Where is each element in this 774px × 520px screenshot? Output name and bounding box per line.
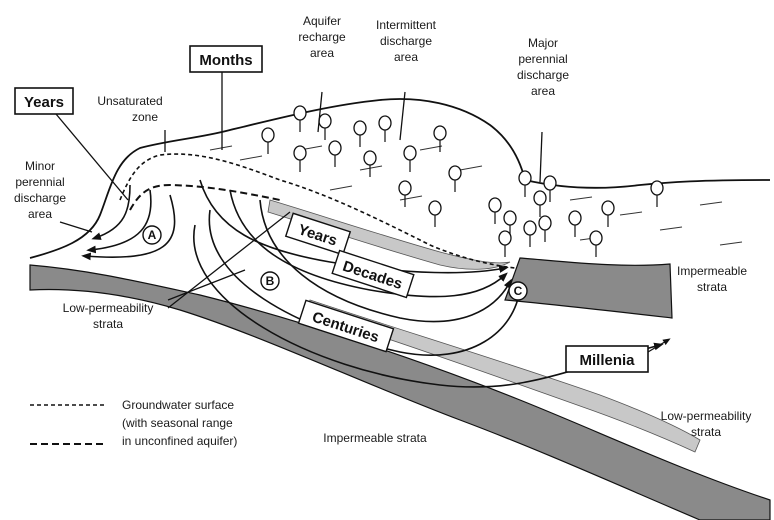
major-discharge-label: Major perennial discharge area bbox=[517, 36, 569, 98]
point-a: A bbox=[143, 226, 161, 244]
groundwater-seasonal-line bbox=[130, 185, 280, 210]
millenia-arrow bbox=[648, 340, 668, 352]
svg-text:area: area bbox=[310, 46, 334, 60]
impermeable-strata-right bbox=[505, 258, 672, 318]
tree-icon bbox=[434, 126, 446, 152]
timescale-months-box: Months bbox=[190, 46, 262, 72]
svg-text:discharge: discharge bbox=[380, 34, 432, 48]
svg-text:area: area bbox=[28, 207, 52, 221]
svg-text:in unconfined aquifer): in unconfined aquifer) bbox=[122, 434, 237, 448]
tree-icon bbox=[319, 114, 331, 140]
svg-text:Months: Months bbox=[199, 52, 252, 69]
svg-text:perennial: perennial bbox=[15, 175, 64, 189]
svg-text:A: A bbox=[148, 228, 157, 242]
tree-icon bbox=[429, 201, 441, 227]
timescale-years-box: Years bbox=[15, 88, 73, 114]
tree-icon bbox=[379, 116, 391, 142]
tree-icon bbox=[499, 231, 511, 257]
svg-text:Low-permeability: Low-permeability bbox=[661, 409, 752, 423]
minor-discharge-label: Minor perennial discharge area bbox=[14, 159, 66, 221]
svg-text:recharge: recharge bbox=[298, 30, 346, 44]
tree-icon bbox=[489, 198, 501, 224]
tree-icon bbox=[399, 181, 411, 207]
svg-text:zone: zone bbox=[132, 110, 158, 124]
tree-icon bbox=[569, 211, 581, 237]
timescale-millenia-box: Millenia bbox=[566, 346, 648, 372]
tree-icon bbox=[262, 128, 274, 154]
svg-text:C: C bbox=[514, 284, 523, 298]
tree-icon bbox=[329, 141, 341, 167]
tree-icon bbox=[534, 191, 546, 217]
low-perm-left-pointer-2 bbox=[168, 270, 245, 300]
tree-icon bbox=[364, 151, 376, 177]
impermeable-bottom-label: Impermeable strata bbox=[323, 431, 427, 445]
svg-text:Minor: Minor bbox=[25, 159, 55, 173]
tree-icon bbox=[590, 231, 602, 257]
tree-icon bbox=[602, 201, 614, 227]
point-b: B bbox=[261, 272, 279, 290]
legend: Groundwater surface (with seasonal range… bbox=[30, 398, 237, 448]
tree-icon bbox=[539, 216, 551, 242]
svg-text:Aquifer: Aquifer bbox=[303, 14, 341, 28]
tree-icon bbox=[524, 221, 536, 247]
flow-path-local-1 bbox=[95, 185, 130, 238]
tree-icon bbox=[404, 146, 416, 172]
tree-icon bbox=[294, 106, 306, 132]
svg-text:Unsaturated: Unsaturated bbox=[97, 94, 162, 108]
low-perm-left-pointer bbox=[168, 212, 290, 308]
flow-path-local-3 bbox=[85, 195, 175, 257]
svg-text:area: area bbox=[531, 84, 555, 98]
svg-text:strata: strata bbox=[691, 425, 721, 439]
svg-text:Impermeable: Impermeable bbox=[677, 264, 747, 278]
svg-text:perennial: perennial bbox=[518, 52, 567, 66]
minor-discharge-pointer bbox=[60, 222, 92, 232]
svg-text:Major: Major bbox=[528, 36, 558, 50]
svg-text:Low-permeability: Low-permeability bbox=[63, 301, 154, 315]
svg-text:Intermittent: Intermittent bbox=[376, 18, 437, 32]
svg-text:Millenia: Millenia bbox=[579, 352, 635, 369]
aquifer-recharge-label: Aquifer recharge area bbox=[298, 14, 346, 60]
unsaturated-zone-label: Unsaturated zone bbox=[97, 94, 162, 124]
intermittent-discharge-label: Intermittent discharge area bbox=[376, 18, 437, 64]
svg-text:(with seasonal range: (with seasonal range bbox=[122, 416, 233, 430]
svg-text:Years: Years bbox=[24, 94, 64, 111]
svg-text:discharge: discharge bbox=[14, 191, 66, 205]
tree-icon bbox=[651, 181, 663, 207]
svg-text:Groundwater surface: Groundwater surface bbox=[122, 398, 234, 412]
tree-icon bbox=[519, 171, 531, 197]
svg-text:strata: strata bbox=[697, 280, 727, 294]
impermeable-right-label: Impermeable strata bbox=[677, 264, 747, 294]
point-c: C bbox=[509, 282, 527, 300]
tree-icon bbox=[449, 166, 461, 192]
svg-text:area: area bbox=[394, 50, 418, 64]
low-permeability-left-label: Low-permeability strata bbox=[63, 301, 154, 331]
svg-text:discharge: discharge bbox=[517, 68, 569, 82]
svg-text:B: B bbox=[266, 274, 275, 288]
years-pointer bbox=[56, 114, 128, 200]
tree-icon bbox=[354, 121, 366, 147]
major-discharge-pointer bbox=[540, 132, 542, 182]
tree-icon bbox=[294, 146, 306, 172]
svg-text:strata: strata bbox=[93, 317, 123, 331]
